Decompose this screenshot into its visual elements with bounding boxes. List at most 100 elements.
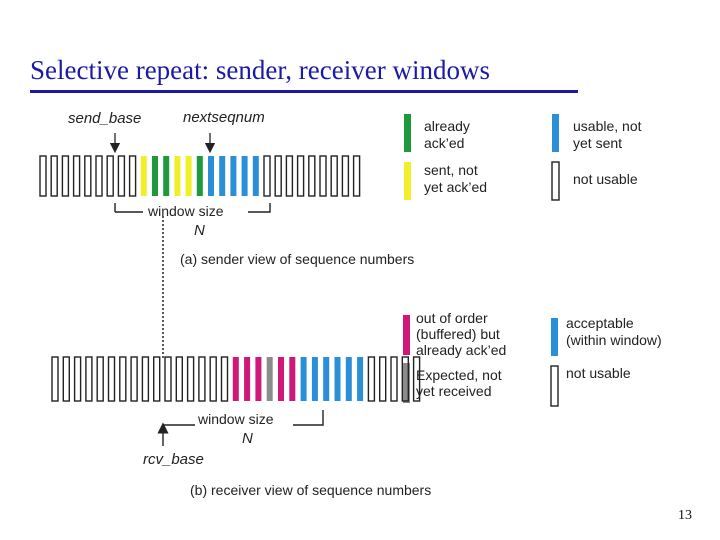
receiver-slot-magenta [232,357,239,401]
sender-slot-green [152,156,158,196]
page-number: 13 [678,508,692,523]
receiver-slot-none [367,356,376,402]
legend-sent-not-acked-line2: yet ack’ed [424,179,487,195]
sender-slot-none [319,155,327,197]
sender-slot-blue [252,156,259,196]
receiver-slot-none [96,356,104,402]
sender-slot-blue [230,156,237,196]
receiver-slot-blue [345,357,352,401]
receiver-slot-none [73,356,82,402]
sender-window-bracket [114,203,271,213]
sender-window-label: window size [147,203,224,219]
receiver-slot-blue [311,357,318,401]
receiver-sequence-row [51,356,421,402]
sender-slot-none [285,155,294,197]
sender-slot-yellow [185,156,192,196]
legend-sent-not-acked-line1: sent, not [424,162,478,178]
legend-expected-line1: Expected, not [416,367,502,383]
legend-acceptable-line1: acceptable [566,315,634,331]
receiver-slot-none [390,356,398,402]
receiver-slot-magenta [244,357,251,401]
sender-n-label: N [194,222,205,239]
receiver-slot-none [209,356,217,402]
receiver-n-label: N [242,430,253,447]
receiver-slot-magenta [289,357,296,401]
receiver-window-label: window size [197,411,274,427]
legend-usable-line1: usable, not [573,118,642,134]
receiver-slot-none [401,356,409,402]
legend-out-of-order-line3: already ack’ed [416,342,506,358]
sender-slot-none [84,155,92,197]
sender-slot-none [330,155,338,197]
legend-usable-swatch [552,114,559,152]
sender-slot-green [196,156,203,196]
sender-slot-none [341,155,350,197]
sender-slot-none [263,155,271,197]
receiver-slot-none [130,356,138,402]
title-underline [30,90,578,93]
receiver-slot-none [62,356,70,402]
legend-out-of-order-line1: out of order [416,310,488,326]
receiver-slot-none [220,356,229,402]
legend-already-acked-swatch [404,114,411,152]
receiver-slot-blue [357,357,364,401]
receiver-slot-none [51,356,59,402]
legend-already-acked-line2: ack’ed [424,135,464,151]
receiver-slot-blue [323,357,330,401]
receiver-slot-magenta [255,357,262,401]
receiver-slot-none [198,356,206,402]
receiver-slot-none [164,356,172,402]
receiver-slot-none [175,356,184,402]
sender-slot-none [106,155,114,197]
sender-slot-none [117,155,126,197]
receiver-slot-none [186,356,195,402]
receiver-slot-none [85,356,93,402]
sender-sequence-row [39,155,361,197]
legend-sent-not-acked-swatch [404,162,411,200]
receiver-slot-magenta [278,357,284,401]
sender-slot-none [352,155,361,197]
legend-acceptable-swatch [551,318,558,356]
send-base-label: send_base [68,110,141,127]
sender-slot-blue [241,156,248,196]
legend-receiver-not-usable-swatch [550,365,559,407]
sender-slot-yellow [140,156,147,196]
receiver-slot-none [152,356,161,402]
legend-not-usable-swatch [551,161,560,201]
sender-slot-none [128,155,137,197]
legend-acceptable-line2: (within window) [566,332,662,348]
legend-receiver-not-usable-label: not usable [566,365,631,381]
nextseqnum-label: nextseqnum [183,109,265,126]
sender-slot-none [95,155,103,197]
legend-not-usable-label: not usable [573,171,638,187]
sender-slot-green [163,156,170,196]
slide-title: Selective repeat: sender, receiver windo… [30,55,490,85]
sender-slot-none [61,155,70,197]
receiver-slot-blue [334,357,341,401]
rcv-base-label: rcv_base [143,451,204,468]
receiver-slot-none [141,356,150,402]
legend-expected-line2: yet received [416,383,491,399]
receiver-slot-none [119,356,127,402]
receiver-caption: (b) receiver view of sequence numbers [190,482,431,498]
sender-slot-yellow [174,156,181,196]
legend-out-of-order-swatch [403,315,410,355]
sender-slot-blue [219,156,226,196]
sender-slot-none [50,155,58,197]
sender-slot-none [296,155,305,197]
legend-expected-swatch [403,363,410,403]
sender-slot-none [39,155,47,197]
receiver-slot-none [412,356,421,402]
receiver-slot-none [379,356,387,402]
legend-already-acked-line1: already [424,118,470,134]
receiver-slot-none [107,356,116,402]
sender-slot-blue [208,156,214,196]
sender-slot-none [72,155,81,197]
legend-out-of-order-line2: (buffered) but [416,326,500,342]
sender-slot-none [274,155,282,197]
receiver-slot-blue [300,357,307,401]
sender-slot-none [308,155,316,197]
receiver-slot-gray [266,357,273,401]
sender-caption: (a) sender view of sequence numbers [180,251,414,267]
